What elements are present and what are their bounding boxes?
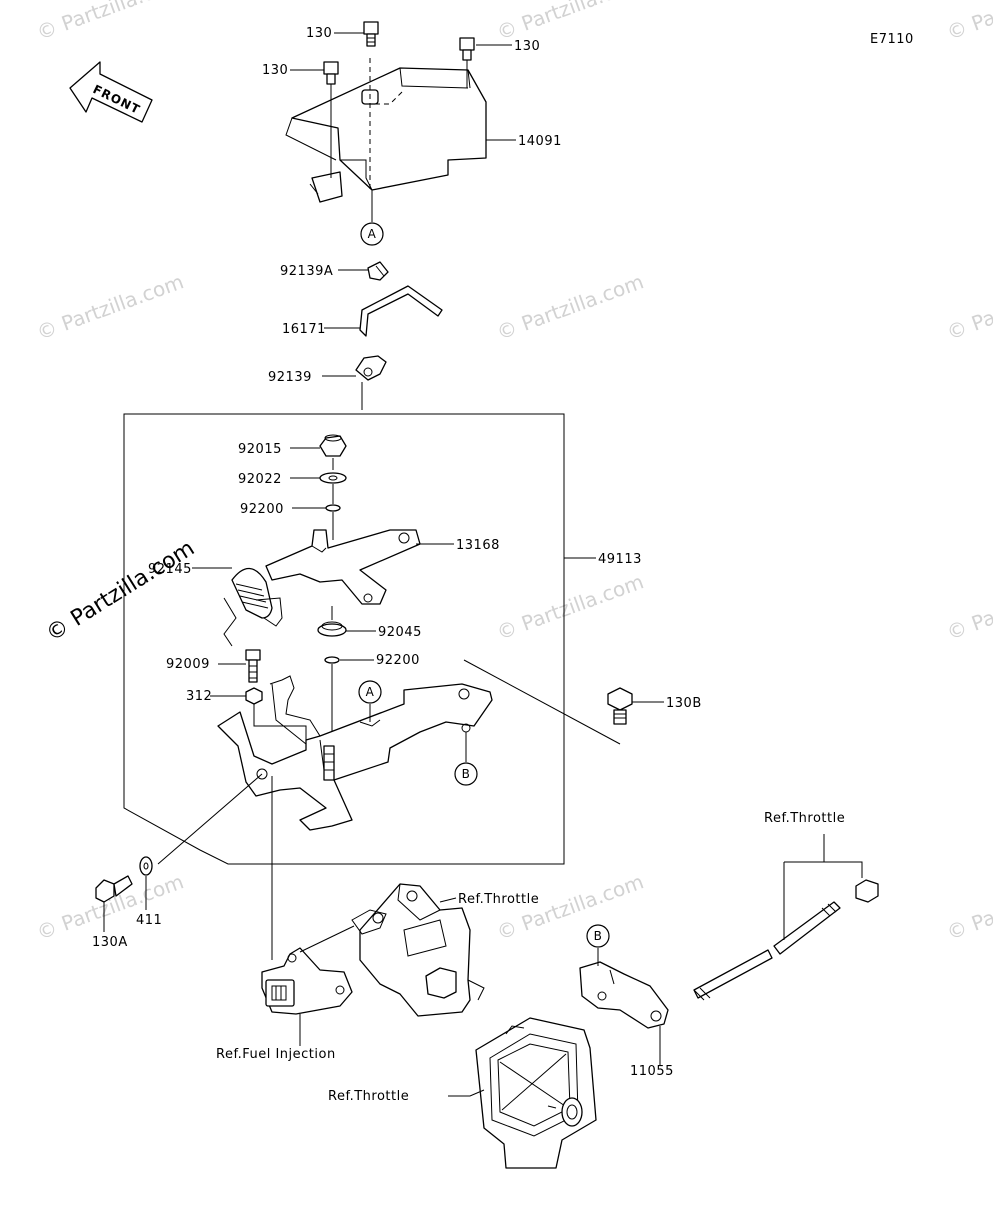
screw-92009 — [245, 649, 261, 683]
label-130A: 130A — [92, 935, 128, 950]
throttle-body — [475, 1017, 597, 1169]
label-ref-throttle-bottom: Ref.Throttle — [328, 1089, 409, 1104]
label-92200-top: 92200 — [240, 502, 284, 517]
label-92015: 92015 — [238, 442, 282, 457]
washer-92200-top — [325, 504, 341, 512]
label-130-top: 130 — [306, 26, 332, 41]
washer-92200-mid — [324, 656, 340, 664]
bolt-130A — [95, 875, 133, 903]
bracket-11055 — [579, 961, 669, 1029]
washer-411 — [139, 856, 153, 876]
label-92045: 92045 — [378, 625, 422, 640]
clamp-92139A — [367, 261, 389, 281]
watermark: © Partzilla.com — [944, 269, 993, 344]
label-ref-throttle-right: Ref.Throttle — [764, 811, 845, 826]
throttle-sensor-body — [351, 883, 485, 1017]
label-92139: 92139 — [268, 370, 312, 385]
watermark: © Partzilla.com — [944, 569, 993, 644]
tps-sensor — [261, 947, 353, 1015]
bolt-130-right — [459, 37, 475, 88]
ref-marker-b-bracket: B — [462, 767, 471, 781]
cover-14091 — [285, 58, 487, 203]
label-92145: 92145 — [148, 562, 192, 577]
bolt-130-top — [363, 21, 379, 47]
watermark-layer: © Partzilla.com © Partzilla.com © Partzi… — [34, 0, 993, 945]
label-92009: 92009 — [166, 657, 210, 672]
clamp-92139 — [355, 355, 387, 381]
nut-92015 — [319, 434, 347, 457]
watermark-primary: © Partzilla.com — [42, 536, 199, 647]
watermark: © Partzilla.com — [494, 269, 647, 344]
diagram-code: E7110 — [870, 32, 914, 47]
watermark: © Partzilla.com — [34, 0, 187, 45]
watermark: © Partzilla.com — [494, 869, 647, 944]
bolt-130-left — [323, 61, 339, 178]
watermark: © Partzilla.com — [34, 269, 187, 344]
lever-bracket-13168 — [265, 529, 421, 605]
label-130B: 130B — [666, 696, 702, 711]
watermark: © Partzilla.com — [944, 869, 993, 944]
ref-marker-a-top: A — [368, 227, 377, 241]
label-312: 312 — [186, 689, 212, 704]
watermark: © Partzilla.com — [494, 569, 647, 644]
label-11055: 11055 — [630, 1064, 674, 1079]
label-14091: 14091 — [518, 134, 562, 149]
label-411: 411 — [136, 913, 162, 928]
washer-92022 — [319, 472, 347, 484]
watermark: © Partzilla.com — [944, 0, 993, 45]
front-arrow-icon: FRONT — [69, 61, 153, 123]
throttle-rod — [693, 901, 841, 1001]
label-92200-mid: 92200 — [376, 653, 420, 668]
spring-92145 — [231, 567, 283, 627]
nut-throttle-rod — [855, 879, 879, 903]
watermark: © Partzilla.com — [494, 0, 647, 45]
label-ref-fuel-injection: Ref.Fuel Injection — [216, 1047, 336, 1062]
nut-312 — [245, 687, 263, 705]
ref-marker-a-bracket: A — [366, 685, 375, 699]
rod-16171 — [359, 285, 443, 337]
watermark: © Partzilla.com — [34, 869, 187, 944]
label-92139A: 92139A — [280, 264, 333, 279]
label-130-left: 130 — [262, 63, 288, 78]
label-16171: 16171 — [282, 322, 326, 337]
label-130-right: 130 — [514, 39, 540, 54]
grommet-92045 — [317, 621, 347, 637]
label-ref-throttle-mid: Ref.Throttle — [458, 892, 539, 907]
label-92022: 92022 — [238, 472, 282, 487]
main-bracket — [217, 675, 493, 831]
bolt-130B — [607, 687, 633, 725]
label-49113: 49113 — [598, 552, 642, 567]
ref-marker-b-bottom: B — [594, 929, 603, 943]
label-13168: 13168 — [456, 538, 500, 553]
